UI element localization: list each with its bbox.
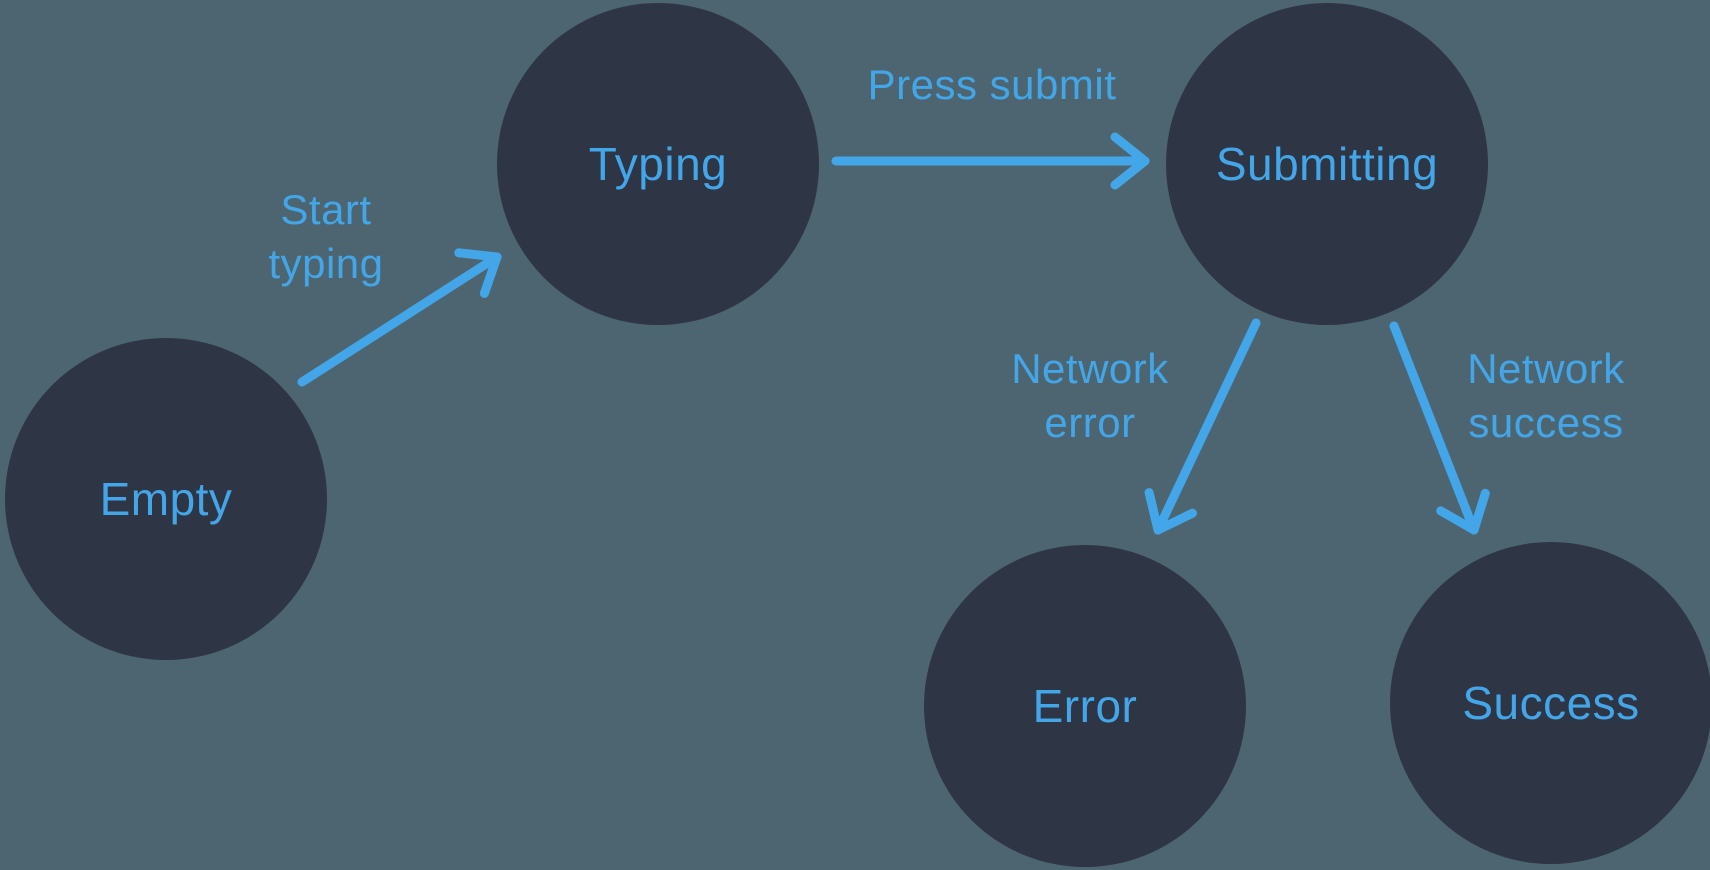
state-label-error: Error <box>1032 680 1138 732</box>
edge-label-network-success: Network success <box>1467 345 1625 446</box>
edge-label-press-submit: Press submit <box>867 61 1117 108</box>
state-node-success: Success <box>1390 542 1710 864</box>
state-node-error: Error <box>924 545 1246 867</box>
edge-submitting-to-success-arrow <box>1389 321 1490 535</box>
state-label-empty: Empty <box>99 473 233 525</box>
state-label-typing: Typing <box>588 138 728 190</box>
state-label-success: Success <box>1462 677 1640 729</box>
state-node-typing: Typing <box>497 3 819 325</box>
state-node-submitting: Submitting <box>1166 3 1488 325</box>
state-label-submitting: Submitting <box>1215 138 1439 190</box>
edge-label-network-error: Network error <box>1011 345 1169 446</box>
edge-label-start-typing: Start typing <box>268 186 384 287</box>
edge-submitting-to-error-arrow <box>1144 318 1261 535</box>
edge-typing-to-submitting-arrow <box>831 132 1150 190</box>
edge-empty-to-typing-arrow <box>297 248 502 387</box>
state-node-empty: Empty <box>5 338 327 660</box>
